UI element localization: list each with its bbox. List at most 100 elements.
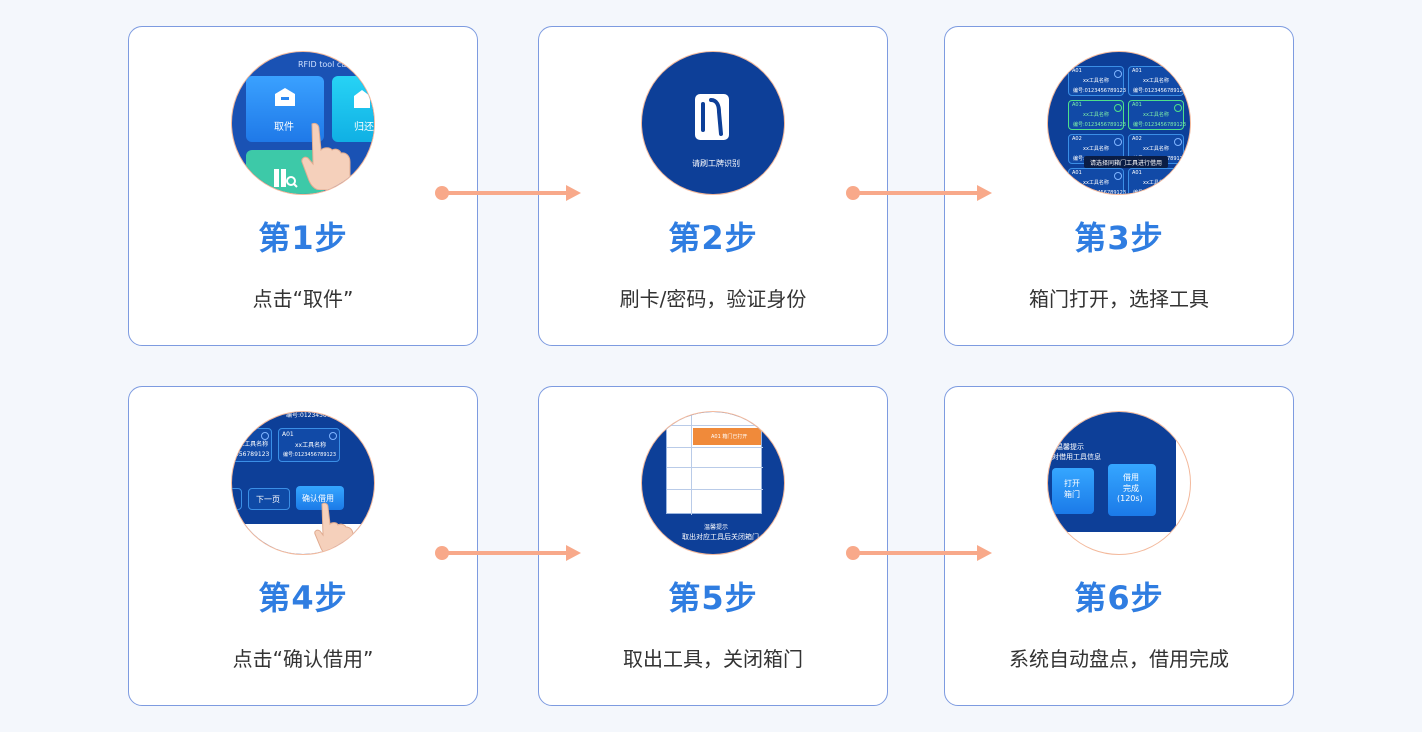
cabinet-row-line: [667, 467, 763, 468]
tool-name: xx工具名称: [1143, 112, 1169, 118]
flow-arrow-1-2: [435, 185, 581, 201]
cabinet-column-line: [691, 412, 692, 515]
step-5-screenshot: A01 箱门已打开 温馨提示 取出对应工具后关闭箱门: [641, 411, 785, 555]
select-radio[interactable]: [1174, 138, 1182, 146]
next-page-button[interactable]: 下一页: [248, 488, 290, 510]
cabinet-grid: A01 箱门已打开: [666, 412, 763, 515]
cabinet-row-line: [667, 489, 763, 490]
top-number: 编号:0123456789: [286, 412, 339, 419]
borrow-complete-button[interactable]: 借用 完成 (120s): [1108, 464, 1156, 516]
tool-code: A02: [1072, 136, 1082, 142]
take-tile: 取件: [246, 76, 324, 142]
borrow-complete-label-2: 完成: [1123, 484, 1139, 493]
step-4-screenshot: 编号:0123456789 xx工具名称 456789123 A01 xx工具名…: [231, 411, 375, 555]
tool-code: A01: [1132, 170, 1142, 176]
box-icon: [275, 88, 295, 106]
open-door-button[interactable]: 打开箱门: [1052, 468, 1094, 514]
select-radio[interactable]: [329, 432, 337, 440]
tip-text: 取出对应工具后关闭箱门: [682, 533, 759, 541]
step-title: 第6步: [1074, 579, 1164, 617]
hand-pointer-icon: [314, 502, 354, 554]
tip-title: 温馨提示: [1056, 443, 1084, 451]
tool-name: xx工具名称: [1143, 78, 1169, 84]
tool-name: xx工具名称: [1083, 146, 1109, 152]
flow-arrow-2-3: [846, 185, 992, 201]
tip-title: 温馨提示: [704, 524, 729, 531]
step-6-screenshot: 温馨提示 对借用工具信息 打开箱门 借用 完成 (120s): [1047, 411, 1191, 555]
select-radio[interactable]: [1174, 104, 1182, 112]
tool-code: A01: [1132, 102, 1142, 108]
open-door-cell: A01 箱门已打开: [693, 428, 761, 445]
borrow-complete-label-1: 借用: [1123, 473, 1139, 482]
select-radio[interactable]: [1174, 172, 1182, 180]
thumb-header-text: RFID tool cabi: [298, 60, 354, 69]
tool-name: xx工具名称: [237, 441, 269, 448]
step-title: 第4步: [258, 579, 348, 617]
tool-name: xx工具名称: [1143, 146, 1169, 152]
dialog-panel: 温馨提示 对借用工具信息 打开箱门 借用 完成 (120s): [1048, 412, 1176, 532]
step-2-screenshot: 请刷工牌识别: [641, 51, 785, 195]
step-title: 第3步: [1074, 219, 1164, 257]
step-card-5: A01 箱门已打开 温馨提示 取出对应工具后关闭箱门 第5步 取出工具，关闭箱门: [538, 386, 888, 706]
select-radio[interactable]: [1174, 70, 1182, 78]
step-1-screenshot: RFID tool cabi 取件 归还: [231, 51, 375, 195]
tool-code: A01: [1072, 68, 1082, 74]
tool-number: 编号:0123456789123: [1133, 122, 1187, 128]
select-radio[interactable]: [1114, 138, 1122, 146]
step-title: 第1步: [258, 219, 348, 257]
step-description: 箱门打开，选择工具: [1029, 287, 1209, 311]
cabinet-row-line: [667, 425, 763, 426]
tool-code: A01: [1072, 102, 1082, 108]
select-radio[interactable]: [1114, 172, 1122, 180]
confirm-borrow-label: 确认借用: [302, 494, 334, 503]
tool-code: A01: [282, 431, 294, 438]
step-title: 第5步: [668, 579, 758, 617]
take-tile-label: 取件: [274, 122, 294, 133]
tool-tile-left: xx工具名称 456789123: [232, 428, 272, 462]
swipe-prompt: 请刷工牌识别: [692, 159, 740, 168]
confirm-borrow-button[interactable]: 确认借用: [296, 486, 344, 510]
tooltip: 请选择同箱门工具进行借用: [1084, 156, 1168, 168]
card-swipe-icon: [695, 94, 729, 140]
step-description: 取出工具，关闭箱门: [623, 647, 803, 671]
step-card-6: 温馨提示 对借用工具信息 打开箱门 借用 完成 (120s) 第6步 系统自动盘…: [944, 386, 1294, 706]
select-radio[interactable]: [261, 432, 269, 440]
tool-number: 编号:0123456789123: [1133, 88, 1187, 94]
tool-name: xx工具名称: [1083, 78, 1109, 84]
tool-code: A02: [1132, 136, 1142, 142]
step-card-2: 请刷工牌识别 第2步 刷卡/密码，验证身份: [538, 26, 888, 346]
step-card-1: RFID tool cabi 取件 归还 第1步 点击“取: [128, 26, 478, 346]
flow-arrow-5-6: [846, 545, 992, 561]
step-description: 刷卡/密码，验证身份: [619, 287, 807, 311]
tool-number: 编号:0123456789123: [1073, 190, 1127, 195]
hand-pointer-icon: [301, 122, 351, 190]
return-icon: [354, 90, 370, 108]
select-radio[interactable]: [1114, 70, 1122, 78]
prev-button[interactable]: [232, 488, 242, 510]
tool-name: xx工具名称: [295, 442, 327, 449]
tool-code: A01: [1072, 170, 1082, 176]
step-description: 系统自动盘点，借用完成: [1009, 647, 1229, 671]
tool-number: 编号:0123456789123: [283, 452, 337, 458]
tool-number: 456789123: [235, 451, 270, 458]
open-door-label: A01 箱门已打开: [711, 434, 748, 440]
open-door-label: 打开箱门: [1064, 479, 1080, 499]
tool-code: A01: [1132, 68, 1142, 74]
cabinet-row-line: [667, 447, 763, 448]
tool-name: xx工具名称: [1083, 180, 1109, 186]
tool-name: xx工具名称: [1083, 112, 1109, 118]
select-radio[interactable]: [1114, 104, 1122, 112]
step-description: 点击“取件”: [252, 287, 354, 311]
tool-name: xx工具名称: [1143, 180, 1169, 186]
tool-tile[interactable]: A01 xx工具名称 编号:0123456789123: [278, 428, 340, 462]
flow-arrow-4-5: [435, 545, 581, 561]
tool-number: 编号:0123456789123: [1073, 122, 1127, 128]
